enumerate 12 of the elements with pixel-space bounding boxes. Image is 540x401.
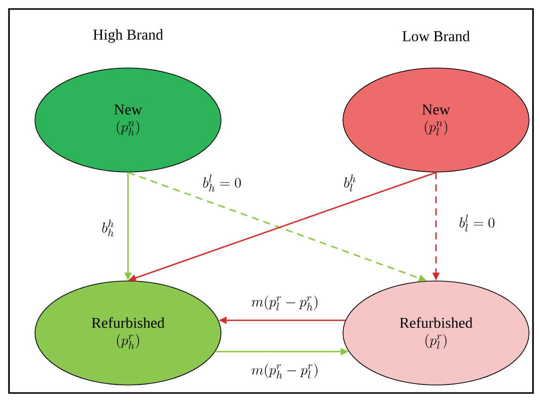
- ellipse-node: New $(p_l^n)$: [342, 68, 530, 172]
- edge-label: $b_l^l = 0$: [458, 214, 496, 232]
- edge-label: $b_h^l = 0$: [202, 174, 242, 192]
- ellipse-node: New $(p_h^n)$: [34, 68, 222, 172]
- edge-label: $m(p_h^r - p_l^r)$: [250, 362, 320, 380]
- column-heading: Low Brand: [402, 30, 470, 42]
- edge-label: $b_l^h$: [342, 174, 358, 192]
- edge-label: $m(p_l^r - p_h^r)$: [250, 294, 320, 312]
- ellipse-node: Refurbished $(p_h^r)$: [34, 280, 222, 386]
- column-heading: High Brand: [93, 29, 164, 43]
- edge-label: $b_h^h$: [100, 218, 116, 238]
- ellipse-node: Refurbished $(p_l^r)$: [342, 280, 530, 386]
